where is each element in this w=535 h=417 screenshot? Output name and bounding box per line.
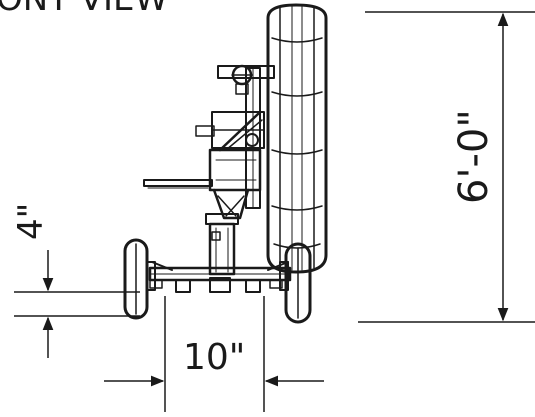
linkage	[205, 188, 250, 225]
large-drum	[266, 3, 328, 274]
upper-bracket	[195, 111, 265, 152]
machine-drawing	[123, 3, 328, 324]
right-wheel	[279, 242, 312, 324]
gearbox	[208, 133, 262, 192]
height-dim-label: 6'-0"	[451, 109, 497, 204]
view-title: ONT VIEW	[0, 0, 168, 19]
dimension-lines	[14, 11, 535, 412]
clearance-dim-label: 4"	[11, 203, 51, 240]
left-wheel	[123, 238, 156, 320]
lower-column	[208, 222, 236, 276]
width-dim-label: 10"	[183, 337, 245, 378]
left-arm	[143, 179, 213, 189]
axle-frame	[148, 261, 292, 293]
